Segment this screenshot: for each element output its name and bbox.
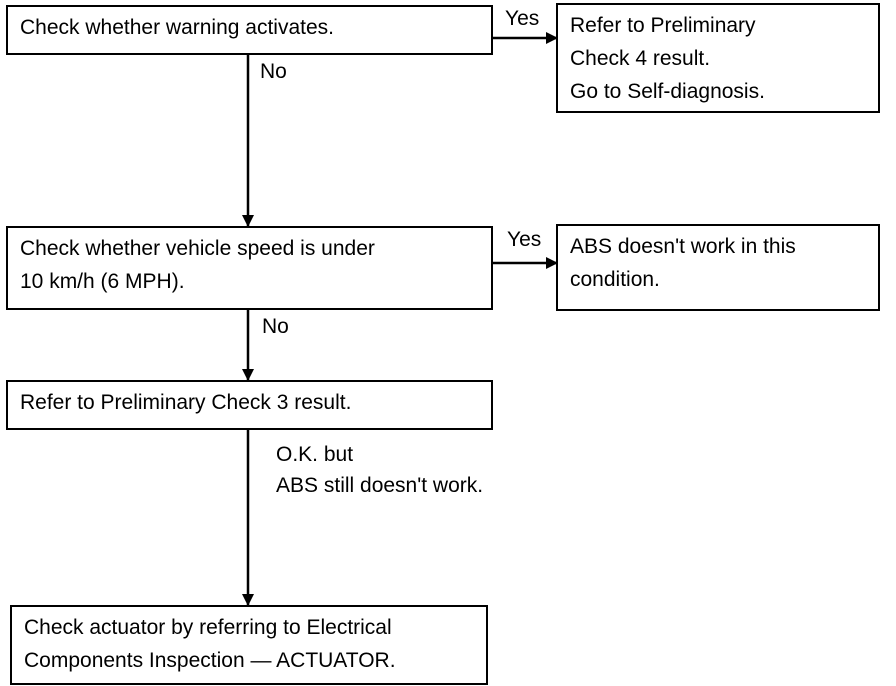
node-abs-no-work: ABS doesn't work in this condition. <box>556 224 880 311</box>
node-text: ABS doesn't work in this <box>570 235 796 258</box>
edge-label-warning-yes: Yes <box>505 7 540 30</box>
node-text: Refer to Preliminary Check 3 result. <box>20 391 352 414</box>
node-check-actuator: Check actuator by referring to Electrica… <box>10 605 488 685</box>
edge-label-speed-yes: Yes <box>507 228 542 251</box>
edge-label-line: ABS still doesn't work. <box>276 474 484 497</box>
edge-label-speed-no: No <box>262 315 289 338</box>
node-text: Components Inspection — ACTUATOR. <box>24 649 396 672</box>
edge-label-warning-no: No <box>260 60 287 83</box>
edge-label-line: O.K. but <box>276 443 354 466</box>
node-text: 10 km/h (6 MPH). <box>20 270 185 293</box>
node-refer-check4: Refer to Preliminary Check 4 result. Go … <box>556 3 880 113</box>
node-refer-check3: Refer to Preliminary Check 3 result. <box>6 380 493 430</box>
node-check-speed: Check whether vehicle speed is under 10 … <box>6 226 493 310</box>
node-check-warning: Check whether warning activates. <box>6 5 493 55</box>
node-text: condition. <box>570 268 660 291</box>
node-text: Check actuator by referring to Electrica… <box>24 616 392 639</box>
node-text: Refer to Preliminary <box>570 14 756 37</box>
edge-label-check3-ok: O.K. but ABS still doesn't work. <box>276 439 483 501</box>
node-text: Go to Self-diagnosis. <box>570 80 765 103</box>
node-text: Check 4 result. <box>570 47 711 70</box>
node-text: Check whether vehicle speed is under <box>20 237 375 260</box>
node-text: Check whether warning activates. <box>20 16 334 39</box>
